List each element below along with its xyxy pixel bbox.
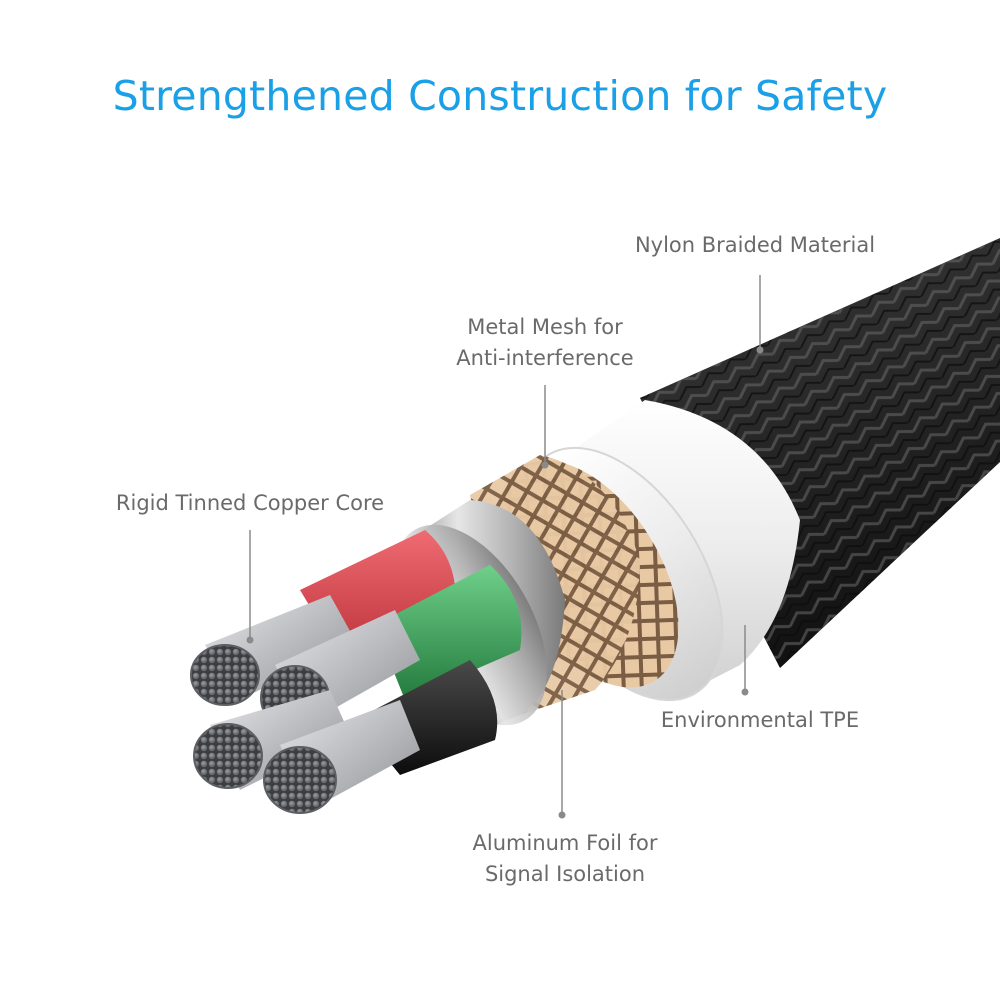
green-wire	[375, 565, 522, 700]
copper-core-bundle-1	[190, 595, 355, 706]
callout-lines	[246, 275, 764, 819]
copper-core-bundle-4	[263, 700, 420, 814]
label-nylon-braided-material: Nylon Braided Material	[560, 230, 950, 261]
label-foil-line-1: Aluminum Foil for	[472, 831, 658, 855]
callout-foil	[558, 690, 566, 819]
callout-mesh	[541, 385, 549, 469]
label-copper-text: Rigid Tinned Copper Core	[115, 491, 385, 515]
label-aluminum-foil: Aluminum Foil for Signal Isolation	[440, 828, 690, 890]
label-nylon-text: Nylon Braided Material	[634, 233, 876, 257]
label-tpe-text: Environmental TPE	[660, 708, 860, 732]
label-environmental-tpe: Environmental TPE	[630, 705, 890, 736]
copper-core-bundle-3	[193, 690, 350, 790]
callout-tpe	[741, 625, 749, 696]
label-foil-line-2: Signal Isolation	[484, 862, 646, 886]
label-metal-mesh: Metal Mesh for Anti-interference	[410, 312, 680, 374]
label-mesh-line-1: Metal Mesh for	[467, 315, 623, 339]
page-title: Strengthened Construction for Safety	[112, 72, 888, 120]
callout-nylon	[756, 275, 764, 354]
callout-copper	[246, 530, 254, 644]
label-copper-core: Rigid Tinned Copper Core	[80, 488, 420, 519]
label-mesh-line-2: Anti-interference	[456, 346, 634, 370]
